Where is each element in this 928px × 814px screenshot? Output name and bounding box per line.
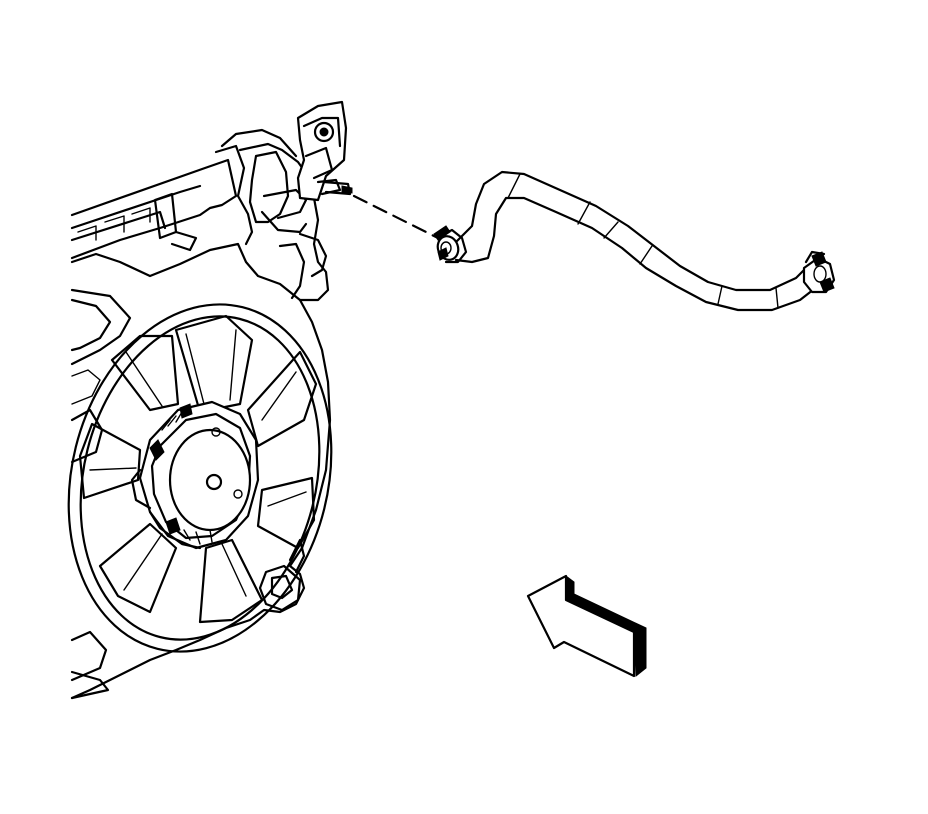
direction-arrow: [526, 574, 647, 678]
hose-clamp-front: [433, 225, 468, 264]
overflow-hose: [454, 170, 820, 312]
connection-leader-line: [352, 194, 440, 240]
reservoir-bracket: [296, 100, 353, 202]
fan-motor: [130, 400, 260, 550]
hose-clamp-rear: [802, 250, 836, 294]
